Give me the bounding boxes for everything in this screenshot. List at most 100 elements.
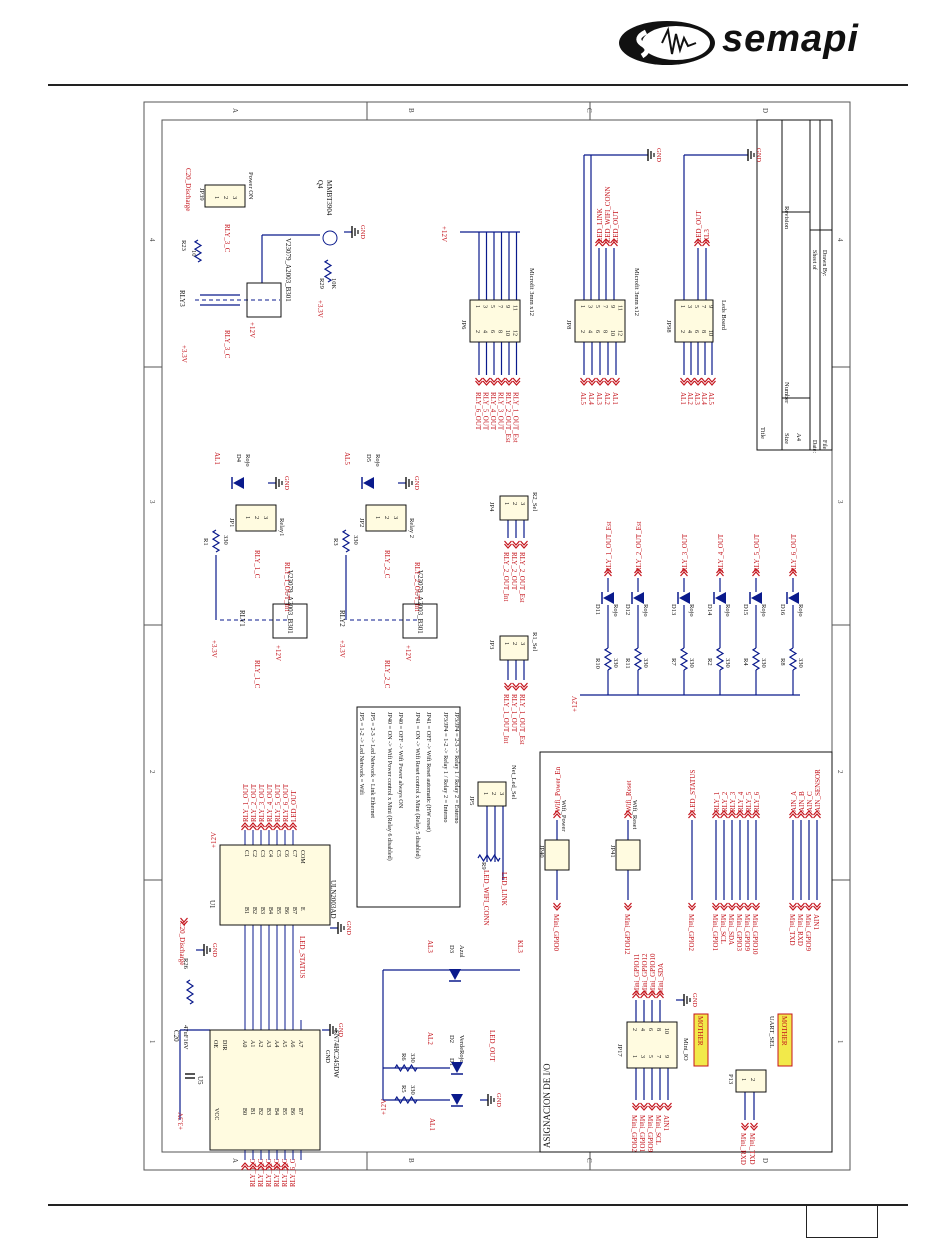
diode-body — [451, 1094, 463, 1105]
u1-pin-name: B7 — [291, 907, 297, 914]
net-arrow — [512, 682, 520, 691]
u5-pin-name: A4 — [273, 1040, 279, 1047]
d1-led — [451, 1094, 463, 1107]
r9-ref: R9 — [480, 862, 487, 870]
title-block-drawn-label: Drawn By: — [821, 250, 827, 277]
net-label-ain: AIN_A — [790, 791, 798, 812]
note-line: JP41 = OFF -> Wifi Reset automatic (HW r… — [425, 712, 432, 832]
header-pin: 5 — [647, 1055, 653, 1058]
zone-label-top: A — [231, 108, 239, 113]
header-pin: 10 — [609, 330, 615, 336]
net-label-wifi: LED_STATUS — [689, 770, 697, 812]
net-arrow — [612, 377, 620, 386]
net-label-wifi: Wifi_Power_En — [554, 766, 562, 812]
jp39-ref: JP39 — [198, 188, 205, 201]
notes-box — [356, 706, 461, 908]
power-label-3v3: +3.3V — [177, 1112, 185, 1130]
r9-resistor — [477, 853, 501, 863]
page-header: semapi — [0, 0, 950, 90]
header-pin: 3 — [392, 516, 399, 519]
net-label-jp8: LED_WIFI_CONN — [604, 186, 612, 242]
net-arrow — [624, 810, 632, 819]
header-pin: 2 — [383, 516, 390, 519]
net-arrow — [708, 377, 716, 386]
net-arrow — [694, 377, 702, 386]
header-pin: 2 — [679, 330, 685, 333]
note-line: JP5 = 1-2 -> Led Network = Wifi — [358, 712, 365, 795]
net-arrow — [687, 377, 695, 386]
net-arrow — [813, 902, 821, 911]
net-label-jp8: LED_OUT — [612, 210, 620, 242]
zone-label-left: 3 — [148, 500, 156, 504]
gnd-label: GND — [413, 476, 420, 490]
header-pin: 4 — [482, 330, 488, 333]
header-pin: 1 — [503, 642, 510, 645]
q4-transistor — [322, 230, 338, 246]
header-pin: 3 — [519, 502, 526, 505]
u5-pin-name: A2 — [257, 1040, 263, 1047]
inner-frame — [161, 119, 833, 1153]
net-label-led: RLY_6_OUT — [790, 533, 798, 572]
net-arrow — [752, 810, 760, 819]
u1-pin-name: E — [299, 907, 305, 911]
header-pin: 3 — [498, 792, 505, 795]
net-arrow — [701, 377, 709, 386]
title-block-size-value: A4 — [795, 433, 802, 442]
net-arrow — [720, 810, 728, 819]
note-line: JP40 = OFF -> Wifi Power always ON — [397, 712, 404, 809]
net-label-io: Mini_SDA — [727, 914, 735, 945]
net-arrow — [580, 377, 588, 386]
rly2-part: V23079_A2003_B301 — [416, 570, 424, 634]
header-pin: 2 — [579, 330, 585, 333]
header-pin: 8 — [497, 330, 503, 333]
title-block — [756, 119, 833, 451]
net-label: RLY_1_C — [253, 660, 261, 689]
net-label-rly-out: RLY_1_OUT — [242, 783, 250, 822]
header-pin: 7 — [700, 305, 706, 308]
net-arrow — [640, 990, 648, 999]
net-label-wifi: Wifi_Reset — [625, 780, 633, 812]
net-label-jp6: RLY_4_OUT — [489, 392, 497, 431]
net-arrow — [257, 822, 265, 831]
net-label-jp98: AL4 — [700, 392, 708, 405]
net-label-io: Mini_GPIO9 — [743, 914, 751, 951]
net-arrow — [813, 810, 821, 819]
led-color: Rojo — [760, 604, 767, 617]
net-arrow — [512, 540, 520, 549]
net-label-rly-out: LED_OUT — [290, 790, 298, 822]
net-label-io: RLY_3 — [729, 791, 737, 812]
u1-out-name: C6 — [283, 850, 289, 857]
header-pin: 5 — [489, 305, 495, 308]
net-arrow — [634, 568, 642, 577]
diode-body — [233, 477, 244, 489]
header-pin: 2 — [474, 330, 480, 333]
net-label-io: RLY_4 — [737, 791, 745, 812]
header-pin: 3 — [482, 305, 488, 308]
power-label-12v: +12V — [404, 645, 412, 661]
header-pin: 1 — [244, 516, 251, 519]
u5-pin-name: B6 — [289, 1108, 295, 1115]
net-arrow — [789, 568, 797, 577]
led-color: Rojo — [688, 604, 695, 617]
net-label-io: RLY_2 — [721, 791, 729, 812]
jp6-label: Microfit 3mm x12 — [528, 268, 535, 316]
r5-resistor — [394, 1095, 418, 1105]
r24-resistor — [185, 979, 195, 1005]
net-arrow — [712, 810, 720, 819]
jp39-header — [204, 184, 246, 208]
d4-led — [231, 477, 244, 489]
jp40-ref: JP40 — [538, 845, 545, 858]
diode-body — [451, 1062, 463, 1073]
net-arrow — [694, 238, 702, 247]
net-label-mini-io: AIN1 — [662, 1115, 670, 1131]
diode-body — [633, 592, 644, 604]
r5-ref: R5 — [400, 1085, 407, 1093]
u5-pin-name: B1 — [249, 1108, 255, 1115]
net-arrow — [632, 1102, 640, 1111]
net-arrow — [289, 822, 297, 831]
u1-pin-name: B3 — [259, 907, 265, 914]
net-label-wifi: Mini_GPIO2 — [687, 914, 695, 951]
header-pin: 11 — [617, 305, 623, 311]
jp8-label: Microfit 3mm x12 — [633, 268, 640, 316]
jp4-header — [499, 495, 529, 521]
